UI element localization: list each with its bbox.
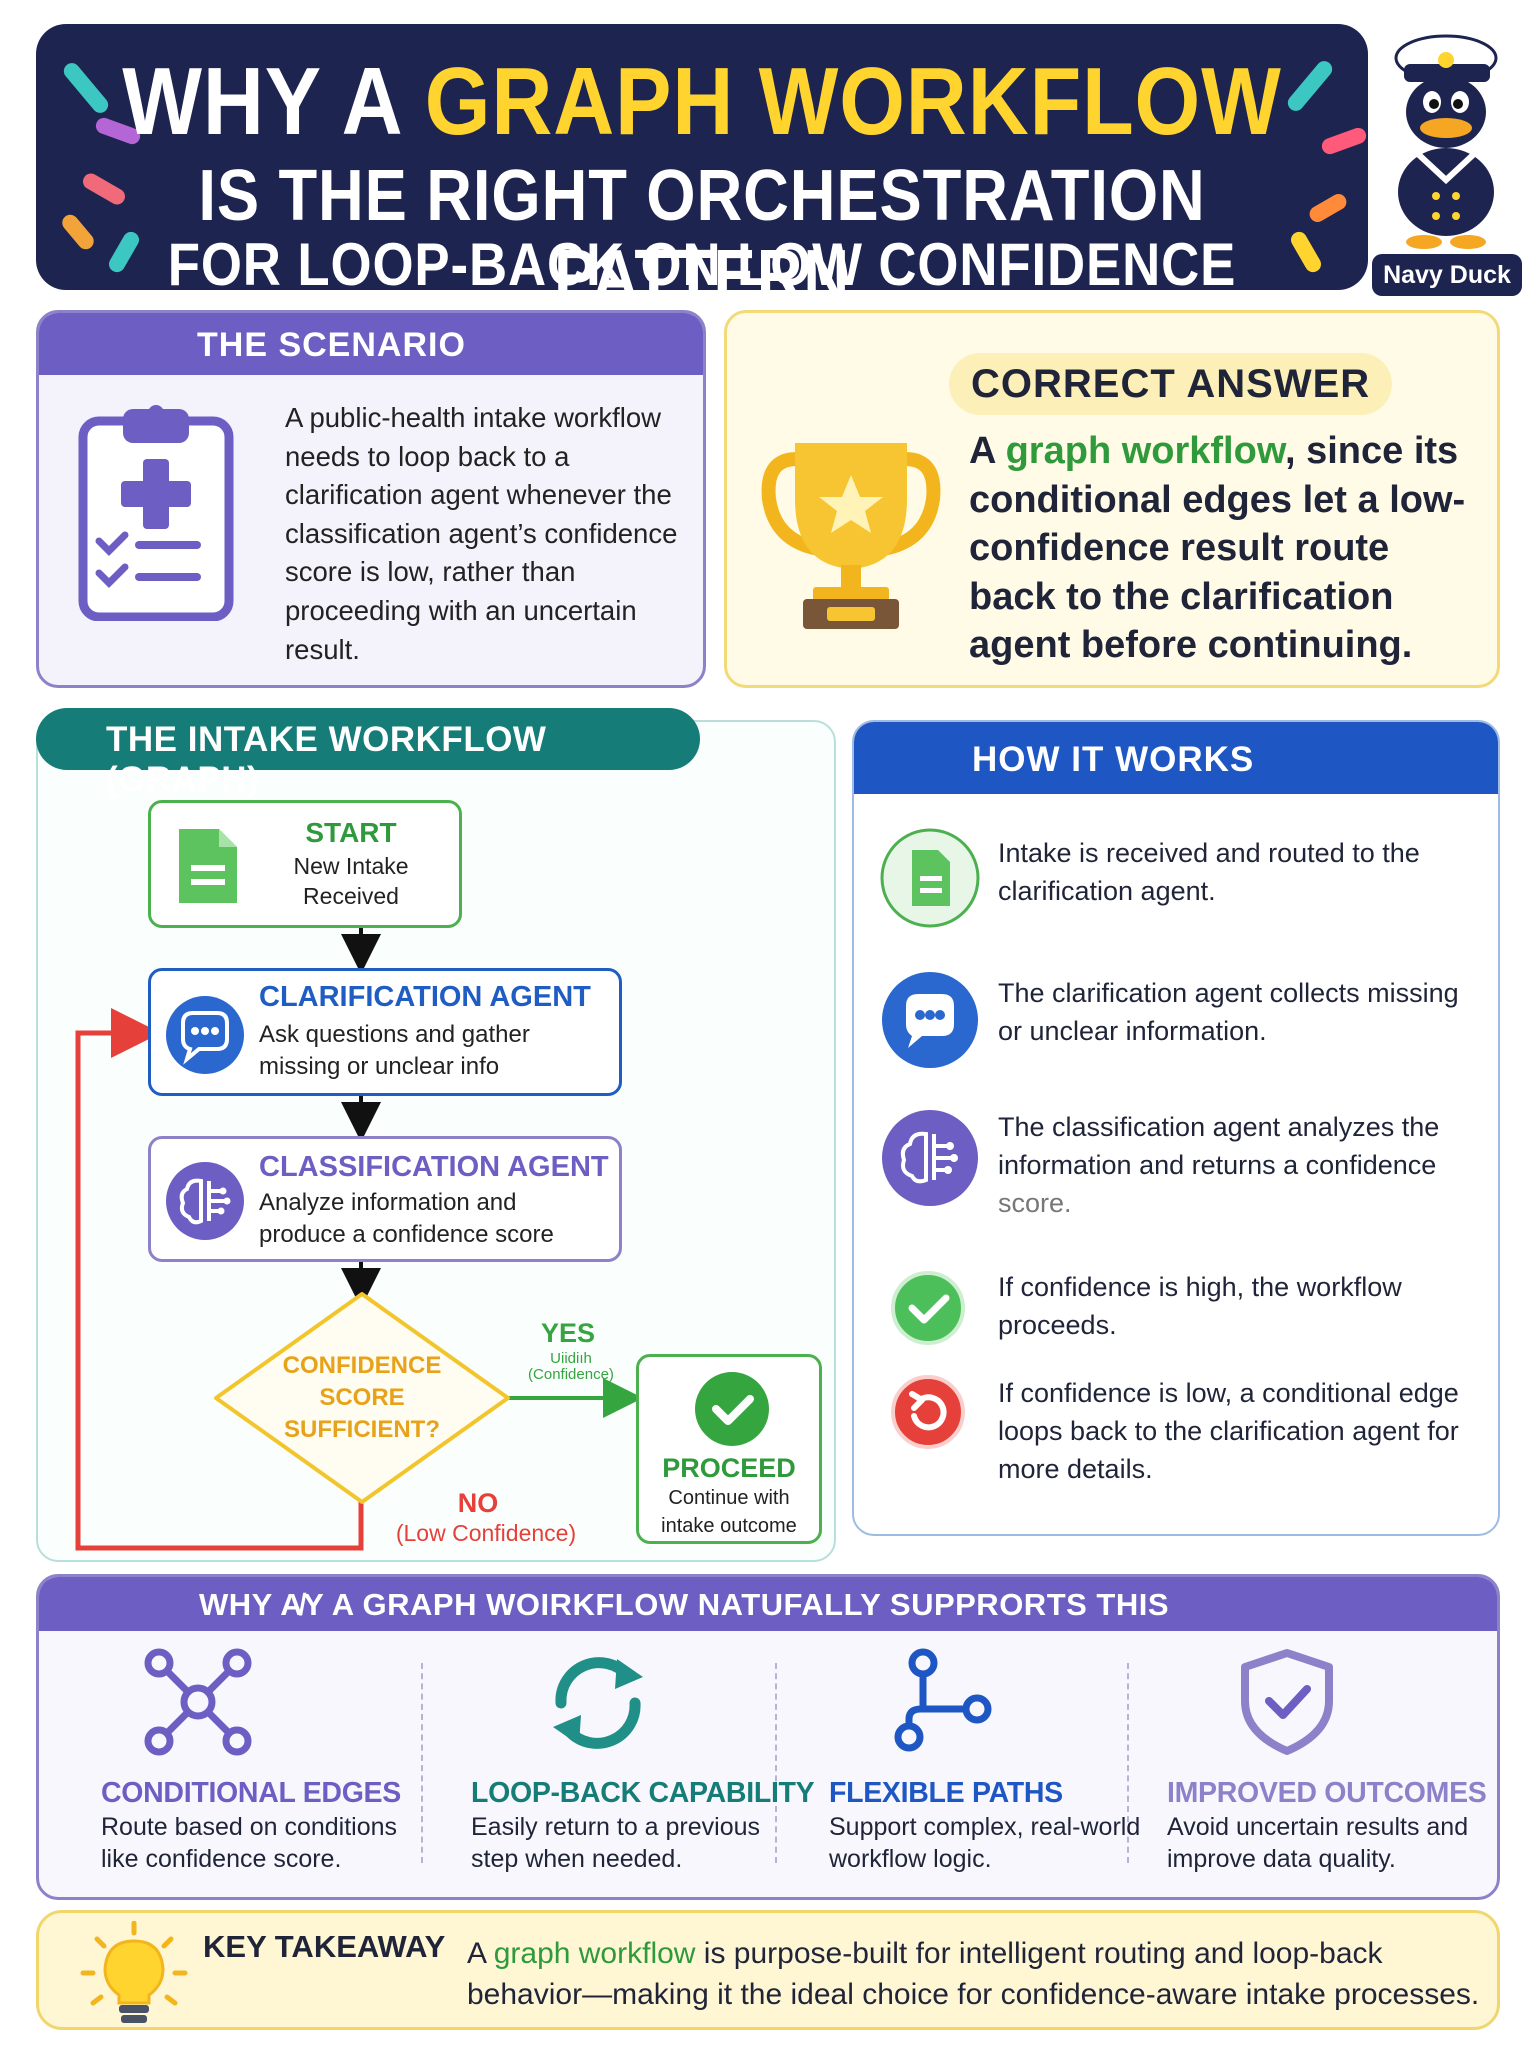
document-icon	[880, 828, 980, 928]
yes-sub-2: (Confidence)	[528, 1366, 614, 1383]
headline-line-1: WHY A GRAPH WORKFLOW	[122, 48, 1282, 155]
headline-line-3: FOR LOOP-BACK ON LOW CONFIDENCE	[167, 231, 1237, 291]
scenario-title: THE SCENARIO	[197, 326, 466, 364]
no-sub: (Low Confidence)	[395, 1520, 577, 1546]
chat-bubble-icon	[882, 972, 978, 1068]
yes-label: YES	[540, 1318, 596, 1348]
why-header: WHY A̸Y A GRAPH WOIRKFLOW NATUFALLY SUPP…	[39, 1577, 1497, 1631]
no-label: NO	[457, 1488, 499, 1518]
start-node: START New Intake Received	[148, 800, 462, 928]
yes-sub-1: Uiidiıh	[550, 1350, 592, 1367]
decision-line-1: CONFIDENCE	[282, 1352, 442, 1379]
why-item-desc: Route based on conditions like confidenc…	[101, 1813, 398, 1873]
arrow-no-loop-back	[75, 1008, 364, 1551]
start-line-1: New Intake	[293, 853, 409, 879]
workflow-header: THE INTAKE WORKFLOW (GRAPH)	[36, 708, 700, 799]
clarification-line-2: missing or unclear info	[259, 1053, 500, 1080]
proceed-node: PROCEED Continue with intake outcome	[636, 1354, 822, 1544]
decision-diamond	[214, 1292, 510, 1504]
why-item-desc: Easily return to a previous step when ne…	[471, 1813, 761, 1873]
why-item-loop-back: LOOP-BACK CAPABILITY Easily return to a …	[471, 1647, 815, 1887]
proceed-line-1: Continue with	[668, 1487, 790, 1509]
key-takeaway-card: KEY TAKEAWAY A graph workflow is purpose…	[36, 1910, 1500, 2030]
scenario-text: A public-health intake workflow needs to…	[285, 402, 678, 665]
step-3-icon	[880, 1108, 980, 1213]
proceed-title: PROCEED	[662, 1453, 796, 1483]
check-circle-icon	[891, 1271, 965, 1345]
clarification-agent-node: CLARIFICATION AGENT Ask questions and ga…	[148, 968, 622, 1096]
answer-text: A graph workflow, since its conditional …	[969, 430, 1466, 666]
headline-line-2: IS THE RIGHT ORCHESTRATION PATTERN	[198, 156, 1206, 290]
step-3-text: The classification agent analyzes the in…	[998, 1112, 1440, 1218]
step-1-icon	[880, 828, 980, 933]
refresh-cycle-icon	[553, 1657, 643, 1749]
why-item-conditional-edges: CONDITIONAL EDGES Route based on conditi…	[101, 1647, 441, 1887]
scenario-header: THE SCENARIO	[39, 313, 703, 375]
step-5-text: If confidence is low, a conditional edge…	[998, 1378, 1459, 1484]
takeaway-text: A graph workflow is purpose-built for in…	[467, 1937, 1480, 2011]
how-it-works-card: HOW IT WORKS Intake is received and rout…	[852, 720, 1500, 1536]
step-5-icon	[890, 1374, 966, 1455]
start-title: START	[305, 817, 397, 848]
mascot-label: Navy Duck	[1372, 254, 1522, 296]
brain-icon	[166, 1162, 244, 1240]
why-item-desc: Avoid uncertain results and improve data…	[1167, 1813, 1469, 1873]
navy-duck-icon	[1394, 34, 1498, 249]
loop-back-icon	[891, 1375, 965, 1449]
how-title: HOW IT WORKS	[972, 740, 1255, 779]
decision-line-3: SUFFICIENT?	[284, 1416, 440, 1443]
takeaway-title: KEY TAKEAWAY	[203, 1929, 446, 1964]
decision-line-2: SCORE	[319, 1384, 405, 1411]
step-4-icon	[890, 1270, 966, 1351]
classification-line-1: Analyze information and	[259, 1189, 517, 1216]
column-divider	[1127, 1663, 1129, 1863]
trophy-icon	[761, 429, 941, 644]
how-header: HOW IT WORKS	[854, 722, 1498, 794]
why-item-improved-outcomes: IMPROVED OUTCOMES Avoid uncertain result…	[1167, 1647, 1497, 1887]
step-1-text: Intake is received and routed to the cla…	[998, 838, 1420, 906]
brain-icon	[882, 1110, 978, 1206]
network-nodes-icon	[144, 1648, 252, 1756]
step-4-text: If confidence is high, the workflow proc…	[998, 1272, 1402, 1340]
classification-agent-node: CLASSIFICATION AGENT Analyze information…	[148, 1136, 622, 1262]
branch-path-icon	[894, 1648, 992, 1752]
check-circle-icon	[695, 1372, 769, 1446]
clarification-line-1: Ask questions and gather	[259, 1021, 530, 1048]
classification-line-2: produce a confidence score	[259, 1221, 554, 1248]
why-item-flexible-paths: FLEXIBLE PATHS Support complex, real-wor…	[829, 1647, 1169, 1887]
why-item-title: FLEXIBLE PATHS	[829, 1777, 1063, 1809]
classification-title: CLASSIFICATION AGENT	[259, 1151, 609, 1183]
answer-title: CORRECT ANSWER	[949, 353, 1393, 415]
document-icon	[179, 829, 237, 903]
workflow-diagram-card: THE INTAKE WORKFLOW (GRAPH) START New I	[36, 708, 836, 1562]
answer-card: CORRECT ANSWER A graph workflow, since i…	[724, 310, 1500, 688]
chat-bubble-icon	[166, 996, 244, 1074]
step-2-text: The clarification agent collects missing…	[998, 978, 1459, 1046]
why-item-title: IMPROVED OUTCOMES	[1167, 1777, 1487, 1809]
why-title: WHY A̸Y A GRAPH WOIRKFLOW NATUFALLY SUPP…	[199, 1587, 1170, 1622]
step-2-icon	[880, 970, 980, 1075]
why-item-title: LOOP-BACK CAPABILITY	[471, 1777, 815, 1809]
scenario-card: THE SCENARIO A public-health intake work…	[36, 310, 706, 688]
clipboard-medical-icon	[77, 401, 237, 626]
proceed-line-2: intake outcome	[661, 1515, 797, 1537]
workflow-title: THE INTAKE WORKFLOW (GRAPH)	[106, 720, 547, 799]
workflow-connectors	[75, 928, 643, 1551]
navy-duck-mascot: Navy Duck	[1372, 20, 1522, 296]
shield-check-icon	[1241, 1649, 1333, 1755]
why-graph-card: WHY A̸Y A GRAPH WOIRKFLOW NATUFALLY SUPP…	[36, 1574, 1500, 1900]
start-line-2: Received	[303, 883, 399, 909]
column-divider	[421, 1663, 423, 1863]
header-banner: WHY A GRAPH WORKFLOW IS THE RIGHT ORCHES…	[36, 24, 1368, 290]
clarification-title: CLARIFICATION AGENT	[259, 981, 591, 1013]
column-divider	[775, 1663, 777, 1863]
lightbulb-icon	[79, 1920, 189, 2036]
why-item-title: CONDITIONAL EDGES	[101, 1777, 401, 1809]
why-item-desc: Support complex, real-world workflow log…	[829, 1813, 1141, 1873]
